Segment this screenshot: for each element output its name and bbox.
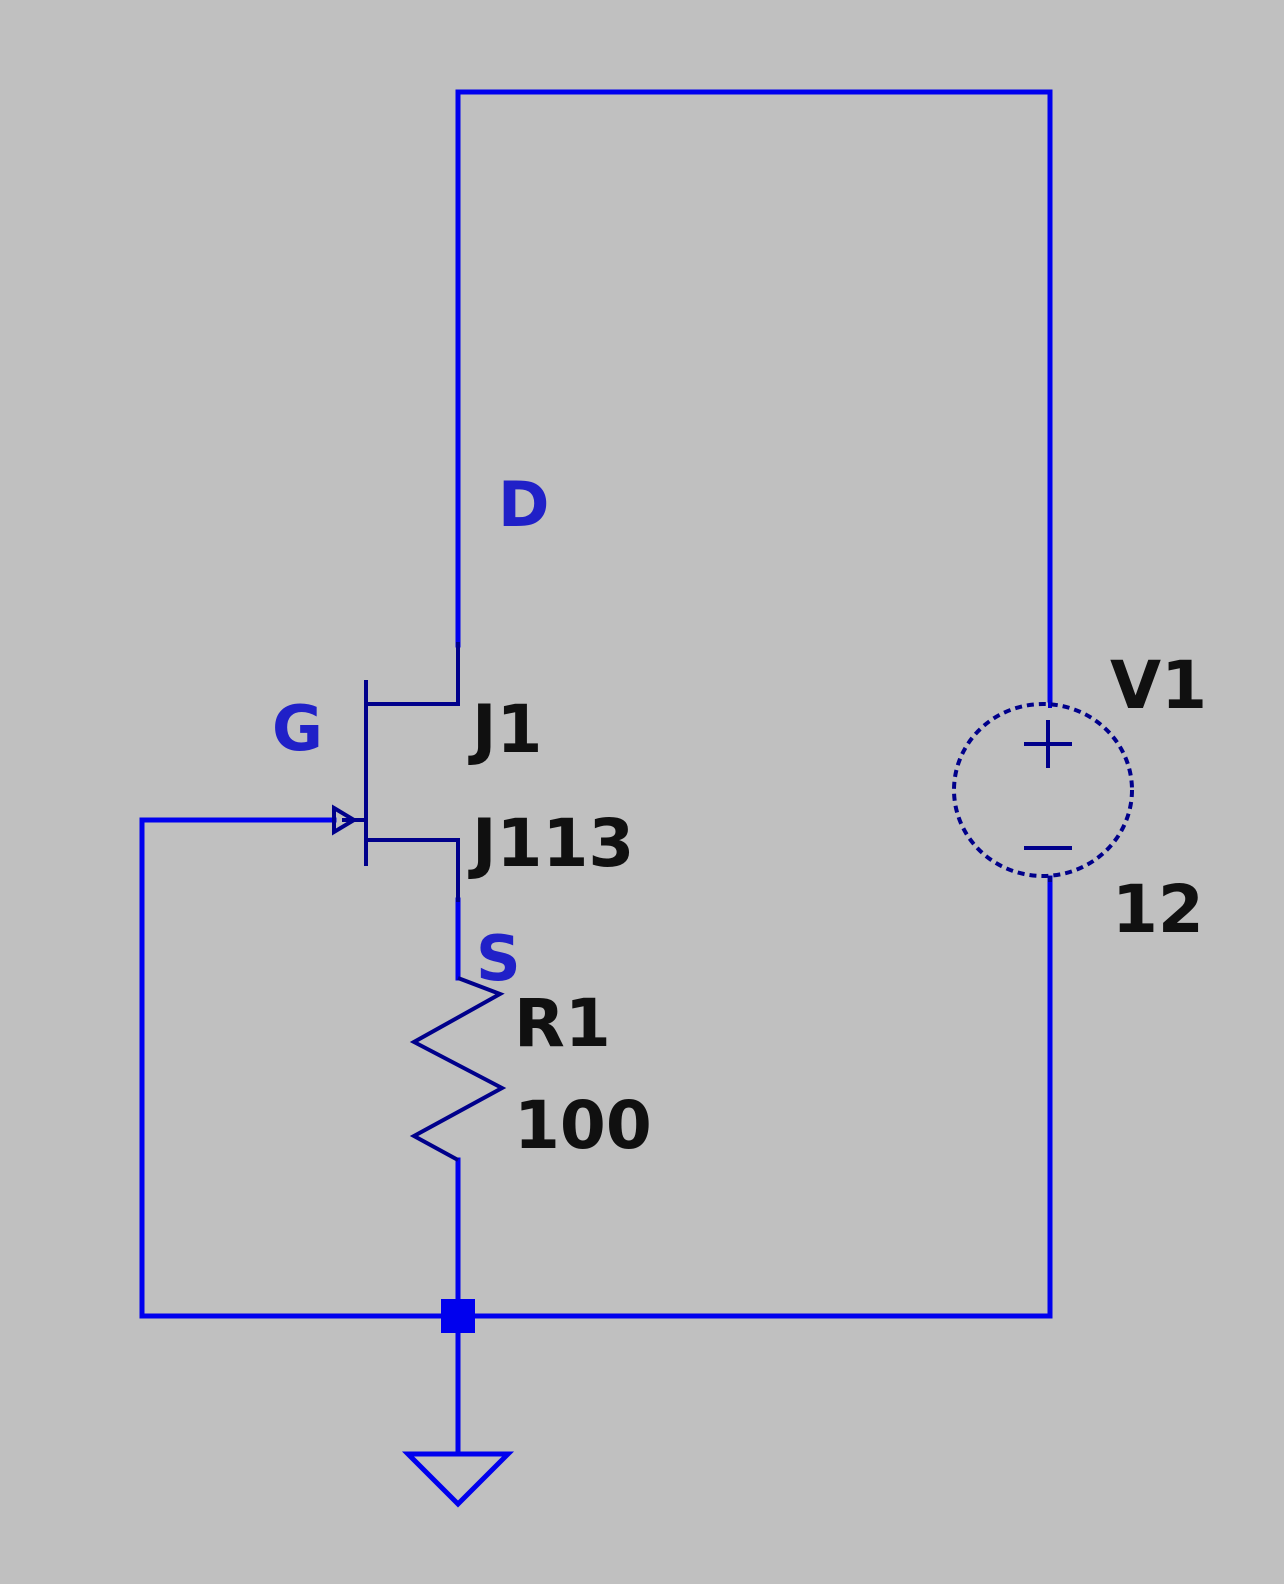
n-channel-jfet-icon[interactable]	[332, 642, 460, 902]
source-value[interactable]: 12	[1112, 871, 1204, 948]
voltage-source-icon[interactable]	[952, 700, 1134, 882]
wire-supply-negative-to-ground-rail[interactable]	[455, 875, 1053, 1319]
resistor-value[interactable]: 100	[514, 1087, 652, 1164]
wires	[139, 89, 1053, 1455]
source-designator[interactable]: V1	[1110, 647, 1207, 724]
resistor-icon[interactable]	[409, 976, 507, 1162]
wire-gate-to-ground-rail[interactable]	[139, 817, 461, 1319]
net-label-gate[interactable]: G	[272, 692, 323, 765]
resistor-designator[interactable]: R1	[514, 985, 611, 1062]
net-label-source[interactable]: S	[476, 922, 521, 995]
ground-icon[interactable]	[401, 1451, 515, 1508]
jfet-designator[interactable]: J1	[468, 691, 542, 768]
net-label-drain[interactable]: D	[498, 468, 549, 541]
junction-dot	[441, 1299, 475, 1333]
jfet-model[interactable]: J113	[468, 805, 634, 882]
wire-drain-to-supply[interactable]	[455, 89, 1053, 703]
